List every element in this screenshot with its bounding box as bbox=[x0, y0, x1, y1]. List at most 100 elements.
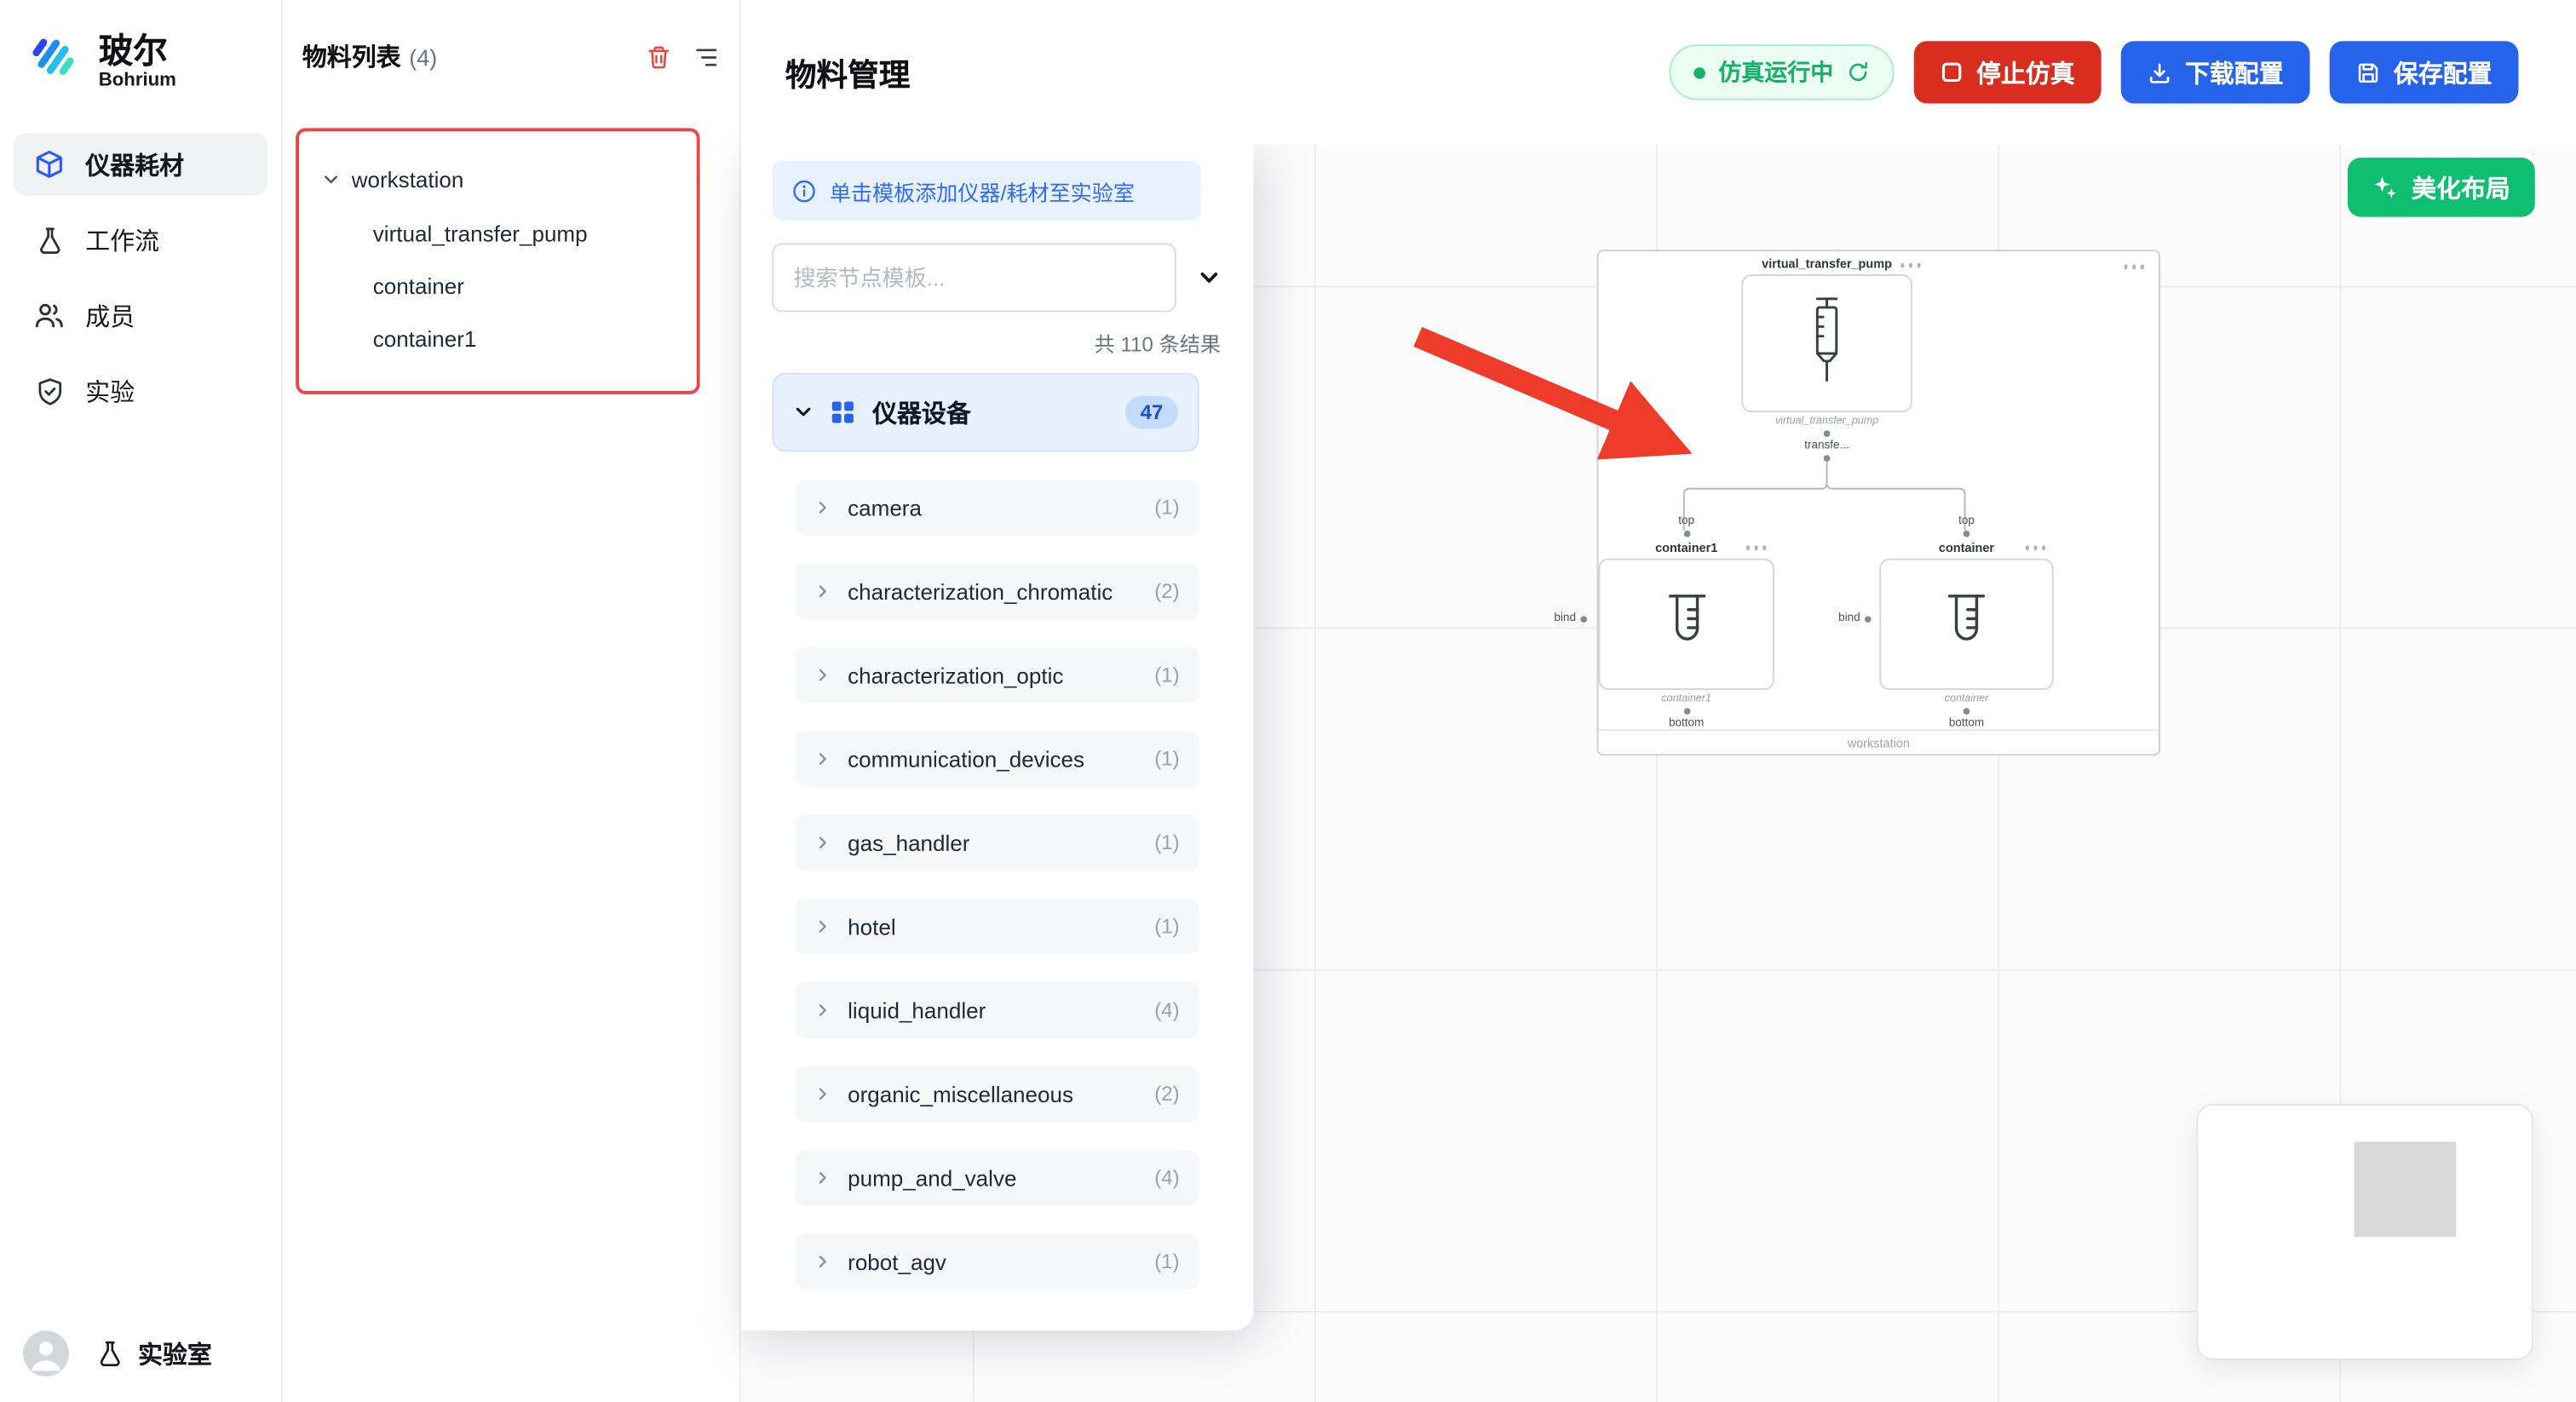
simulation-status-pill[interactable]: 仿真运行中 bbox=[1669, 44, 1895, 101]
template-item-hotel[interactable]: hotel (1) bbox=[795, 898, 1199, 955]
template-item-label: characterization_optic bbox=[848, 663, 1064, 688]
tree-node-pump[interactable]: virtual_transfer_pump bbox=[299, 207, 697, 260]
template-item-organic-miscellaneous[interactable]: organic_miscellaneous (2) bbox=[795, 1066, 1199, 1123]
chevron-down-icon bbox=[322, 170, 340, 188]
container-node-box[interactable] bbox=[1879, 558, 2054, 690]
template-item-communication-devices[interactable]: communication_devices (1) bbox=[795, 731, 1199, 787]
chevron-right-icon bbox=[815, 583, 831, 600]
download-config-button[interactable]: 下载配置 bbox=[2120, 41, 2310, 104]
user-avatar[interactable] bbox=[22, 1330, 69, 1377]
node-more-icon[interactable] bbox=[1745, 545, 1767, 550]
experiment-shield-icon bbox=[33, 375, 66, 408]
port-label: transfe... bbox=[1804, 440, 1849, 452]
chevron-right-icon bbox=[815, 918, 831, 934]
group-label: workstation bbox=[1598, 729, 2159, 754]
template-item-camera[interactable]: camera (1) bbox=[795, 480, 1199, 536]
tree-node-container[interactable]: container bbox=[299, 260, 697, 313]
template-info-banner: 单击模板添加仪器/耗材至实验室 bbox=[772, 160, 1201, 221]
refresh-icon[interactable] bbox=[1847, 60, 1870, 83]
template-item-pump-and-valve[interactable]: pump_and_valve (4) bbox=[795, 1149, 1199, 1206]
bind-port-right[interactable]: bind bbox=[1838, 612, 1872, 624]
group-more-icon[interactable] bbox=[2123, 264, 2144, 269]
node-title: virtual_transfer_pump bbox=[1762, 256, 1892, 272]
workflow-icon bbox=[33, 223, 66, 256]
template-item-count: (1) bbox=[1154, 747, 1180, 771]
sidebar-item-members[interactable]: 成员 bbox=[13, 284, 267, 347]
container-node[interactable]: top container container bbox=[1879, 516, 2054, 729]
port-dot[interactable] bbox=[1682, 708, 1690, 715]
bohrium-logo-icon bbox=[26, 30, 83, 94]
minimap-viewport[interactable] bbox=[2354, 1141, 2457, 1238]
template-item-label: communication_devices bbox=[848, 746, 1085, 772]
node-subtitle: container bbox=[1944, 692, 1989, 705]
category-grid-icon bbox=[830, 399, 856, 426]
node-title: container bbox=[1938, 540, 1995, 555]
tree-node-label: workstation bbox=[351, 166, 464, 192]
template-item-characterization-chromatic[interactable]: characterization_chromatic (2) bbox=[795, 563, 1199, 620]
template-item-characterization-optic[interactable]: characterization_optic (1) bbox=[795, 646, 1199, 704]
node-more-icon[interactable] bbox=[2024, 545, 2046, 550]
syringe-icon bbox=[1804, 290, 1850, 396]
container1-node-box[interactable] bbox=[1598, 558, 1774, 690]
port-label: top bbox=[1678, 515, 1695, 528]
sidebar-item-workflow[interactable]: 工作流 bbox=[13, 209, 267, 271]
workstation-group-node[interactable]: virtual_transfer_pump virtual_transfer_p… bbox=[1554, 250, 2161, 756]
save-icon bbox=[2356, 60, 2381, 84]
brand-name: 玻尔 bbox=[98, 32, 168, 71]
container1-node[interactable]: top container1 container1 bbox=[1598, 515, 1774, 729]
brand-subname: Bohrium bbox=[98, 70, 176, 90]
pump-node[interactable]: virtual_transfer_pump virtual_transfer_p… bbox=[1707, 256, 1947, 462]
beautify-button-label: 美化布局 bbox=[2412, 175, 2510, 204]
template-item-count: (1) bbox=[1154, 830, 1180, 854]
chevron-right-icon bbox=[815, 750, 831, 767]
delete-icon[interactable] bbox=[646, 43, 672, 70]
stop-simulation-button[interactable]: 停止仿真 bbox=[1913, 41, 2102, 104]
template-item-count: (1) bbox=[1154, 664, 1180, 687]
lab-switcher[interactable]: 实验室 bbox=[95, 1336, 212, 1371]
port-dot[interactable] bbox=[1963, 530, 1970, 537]
lab-label: 实验室 bbox=[137, 1341, 212, 1370]
template-item-liquid-handler[interactable]: liquid_handler (4) bbox=[795, 982, 1199, 1038]
instrument-box-icon bbox=[33, 148, 66, 181]
template-item-gas-handler[interactable]: gas_handler (1) bbox=[795, 814, 1199, 871]
tree-node-container1[interactable]: container1 bbox=[299, 312, 697, 365]
save-config-button[interactable]: 保存配置 bbox=[2329, 41, 2519, 104]
sidebar-item-instruments[interactable]: 仪器耗材 bbox=[13, 133, 268, 196]
node-more-icon[interactable] bbox=[1900, 262, 1921, 267]
tree-node-workstation[interactable]: workstation bbox=[299, 151, 697, 207]
chevron-down-icon bbox=[793, 402, 813, 422]
template-item-count: (4) bbox=[1154, 1166, 1180, 1190]
port-dot[interactable] bbox=[1682, 530, 1690, 537]
sidebar-item-label: 工作流 bbox=[85, 227, 160, 256]
category-instrument-equipment[interactable]: 仪器设备 47 bbox=[772, 372, 1199, 452]
port-dot[interactable] bbox=[1823, 455, 1831, 462]
status-dot-icon bbox=[1693, 66, 1705, 78]
chevron-right-icon bbox=[815, 667, 831, 683]
port-dot[interactable] bbox=[1963, 708, 1970, 715]
tree-view-icon[interactable] bbox=[693, 43, 720, 70]
page-title: 物料管理 bbox=[785, 58, 911, 93]
sidebar-nav: 仪器耗材 工作流 成员 实验 bbox=[13, 133, 268, 422]
minimap[interactable] bbox=[2196, 1103, 2533, 1360]
template-item-label: robot_agv bbox=[848, 1249, 946, 1274]
beautify-layout-button[interactable]: 美化布局 bbox=[2347, 158, 2535, 217]
template-item-robot-agv[interactable]: robot_agv (1) bbox=[795, 1233, 1199, 1290]
results-summary: 共 110 条结果 bbox=[1094, 333, 1221, 357]
template-item-label: liquid_handler bbox=[848, 997, 986, 1023]
template-search-input[interactable] bbox=[772, 243, 1176, 313]
template-item-label: characterization_chromatic bbox=[848, 578, 1113, 604]
template-item-count: (1) bbox=[1154, 496, 1180, 520]
material-list-header: 物料列表 (4) bbox=[283, 0, 739, 94]
banner-text: 单击模板添加仪器/耗材至实验室 bbox=[829, 180, 1135, 205]
port-dot[interactable] bbox=[1823, 430, 1831, 437]
info-icon bbox=[792, 178, 817, 203]
bind-port-left[interactable]: bind bbox=[1554, 612, 1588, 624]
template-item-label: hotel bbox=[848, 914, 896, 939]
sidebar-item-experiments[interactable]: 实验 bbox=[13, 359, 267, 422]
collapse-panel-icon[interactable] bbox=[1198, 266, 1221, 289]
pump-node-box[interactable] bbox=[1741, 274, 1912, 413]
brand: 玻尔 Bohrium bbox=[13, 30, 267, 133]
sparkle-icon bbox=[2372, 174, 2399, 200]
chevron-right-icon bbox=[815, 1253, 831, 1269]
